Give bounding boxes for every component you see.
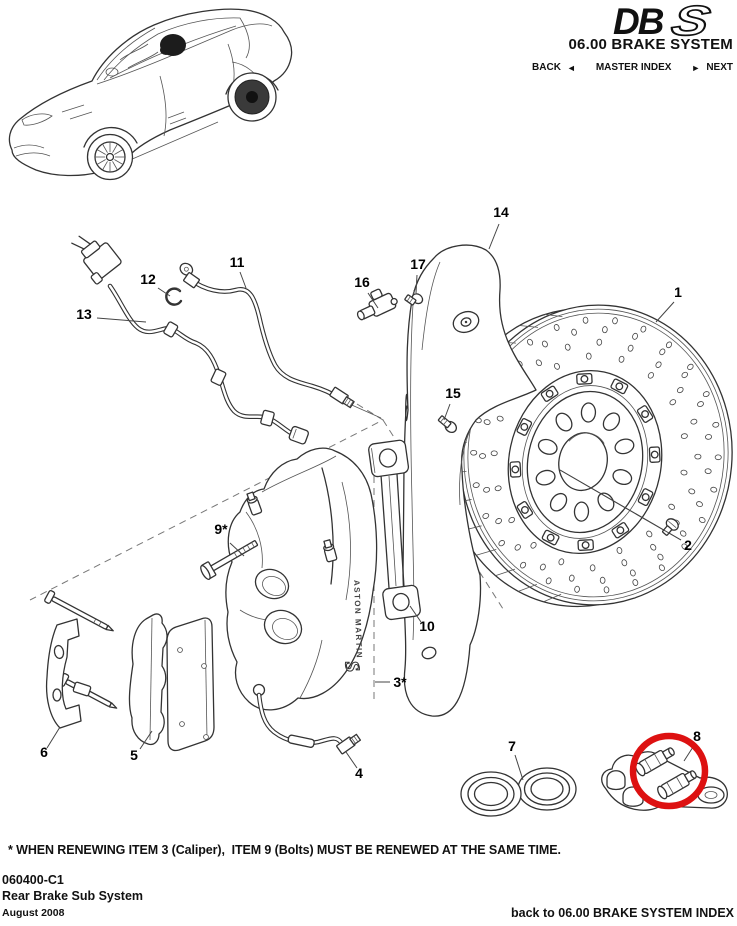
callout-label-11: 11 — [230, 254, 245, 270]
doc-date: August 2008 — [2, 907, 65, 919]
part-caliper-hose — [256, 692, 362, 755]
part-stay-link — [368, 439, 421, 621]
doc-title: Rear Brake Sub System — [2, 889, 144, 903]
car-body — [8, 8, 293, 181]
headlight — [21, 113, 53, 126]
part-caliper: ASTON MARTIN S — [225, 447, 378, 711]
highlight-annotation-circle — [629, 732, 709, 810]
dbs-logo: DB S — [613, 2, 716, 42]
nav-back-arrow-icon[interactable]: ◄ — [566, 62, 576, 73]
callout-label-3*: 3* — [393, 674, 407, 690]
system-title: 06.00 BRAKE SYSTEM — [568, 36, 733, 53]
rear-wheel — [227, 72, 277, 122]
renewal-note: * WHEN RENEWING ITEM 3 (Caliper), ITEM 9… — [8, 843, 561, 857]
part-pad-fitting-kit — [44, 590, 118, 729]
logo-s-text: S — [667, 2, 714, 42]
part-shield-bolt — [437, 415, 458, 434]
callout-label-17: 17 — [410, 256, 426, 272]
car-illustration — [8, 8, 293, 181]
disc-hub-assembly — [507, 369, 663, 555]
cable-connector — [288, 425, 309, 445]
logo-db-text: DB — [613, 2, 664, 42]
mirror — [105, 67, 119, 77]
part-bleed-screws — [601, 747, 728, 811]
nav-next-arrow-icon[interactable]: ► — [691, 62, 701, 73]
leader-lines — [46, 223, 694, 781]
callout-label-16: 16 — [354, 274, 370, 290]
part-brake-pipe — [179, 262, 355, 409]
callout-label-5: 5 — [130, 747, 138, 763]
front-wheel — [86, 133, 134, 181]
callout-label-1: 1 — [674, 284, 682, 300]
doc-number: 060400-C1 — [2, 873, 64, 887]
callout-label-13: 13 — [76, 306, 92, 322]
caliper-s-logo: S — [340, 659, 364, 674]
nav-master-index-link[interactable]: MASTER INDEX — [595, 62, 672, 73]
index-link[interactable]: back to 06.00 BRAKE SYSTEM INDEX — [511, 906, 734, 920]
part-clip — [165, 287, 183, 306]
callout-label-9*: 9* — [214, 521, 228, 537]
part-abs-sensor-cable — [71, 235, 309, 445]
callout-label-6: 6 — [40, 744, 48, 760]
sensor-head — [71, 235, 122, 285]
callout-label-10: 10 — [419, 618, 435, 634]
callout-label-8: 8 — [693, 728, 701, 744]
location-marker-dot — [160, 34, 186, 56]
part-sensor — [356, 288, 398, 321]
callout-label-7: 7 — [508, 738, 516, 754]
callout-label-14: 14 — [493, 204, 509, 220]
part-seals — [460, 767, 577, 817]
callout-label-15: 15 — [445, 385, 461, 401]
nav-next-link[interactable]: NEXT — [706, 62, 733, 73]
callout-label-12: 12 — [140, 271, 156, 287]
caliper-brand-text: ASTON MARTIN — [352, 580, 364, 659]
part-brake-pads — [128, 613, 215, 752]
nav-back-link[interactable]: BACK — [532, 62, 561, 73]
part-sensor-bolt — [404, 293, 424, 306]
callout-label-2: 2 — [684, 537, 692, 553]
nav-bar: BACK ◄ MASTER INDEX ► NEXT — [532, 62, 733, 73]
callout-label-4: 4 — [355, 765, 363, 781]
